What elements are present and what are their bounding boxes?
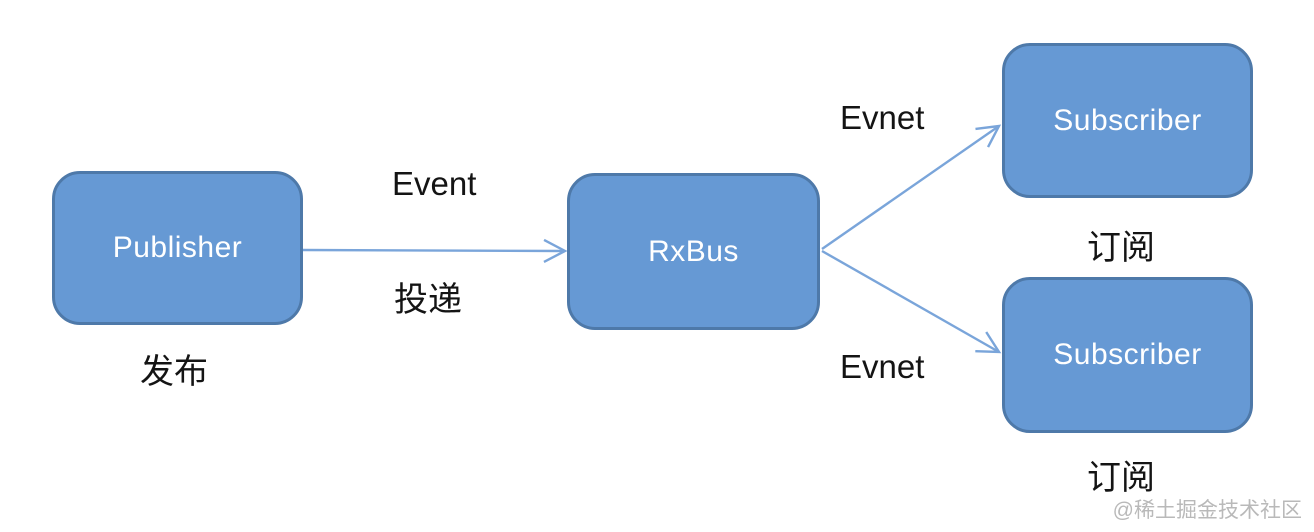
node-subscriber-top-label: Subscriber [1053, 103, 1202, 137]
watermark: @稀土掘金技术社区 [1112, 499, 1302, 522]
node-subscriber-bottom: Subscriber [1002, 277, 1253, 433]
deliver-arrow-top-label: Evnet [840, 99, 925, 136]
subscriber-bottom-caption: 订阅 [1087, 459, 1155, 497]
node-rxbus-label: RxBus [648, 234, 739, 268]
subscriber-top-caption: 订阅 [1087, 229, 1155, 267]
node-publisher-label: Publisher [112, 231, 243, 264]
deliver-arrow-bottom-label: Evnet [840, 348, 925, 385]
node-rxbus: RxBus [567, 173, 820, 330]
node-subscriber-top: Subscriber [1002, 43, 1253, 198]
deliver-arrow-top [821, 124, 1002, 250]
deliver-arrow-bottom [821, 249, 1002, 354]
publish-arrow-label-deliver: 投递 [394, 281, 462, 319]
node-publisher: Publisher [52, 171, 303, 325]
publish-arrow [302, 238, 568, 263]
publish-arrow-label-event: Event [392, 165, 477, 202]
publisher-caption: 发布 [140, 353, 208, 391]
node-subscriber-bottom-label: Subscriber [1053, 338, 1202, 371]
